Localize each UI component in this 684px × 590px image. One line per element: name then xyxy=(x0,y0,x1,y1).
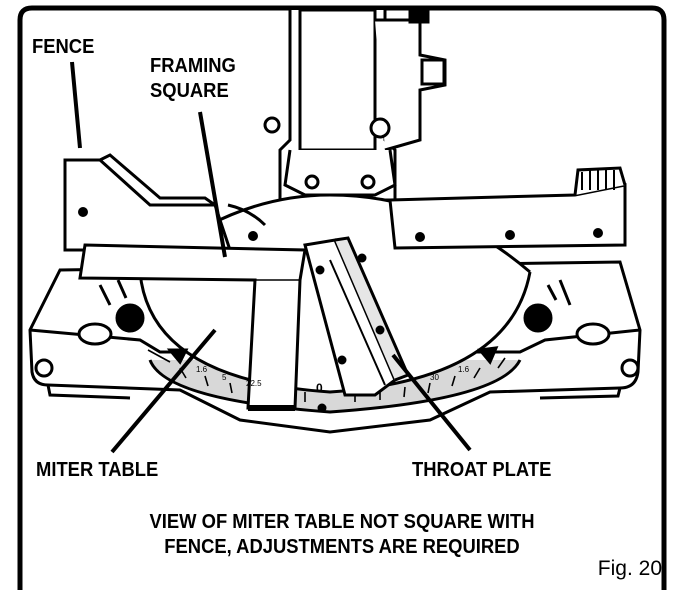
saw-head xyxy=(263,6,447,202)
caption-line1: VIEW OF MITER TABLE NOT SQUARE WITH xyxy=(149,511,535,533)
right-fence xyxy=(388,166,627,250)
scale-center-mark: 0 xyxy=(316,381,323,395)
figure-frame xyxy=(17,5,667,590)
framing-square-label-line2: SQUARE xyxy=(150,80,229,102)
leader-lines xyxy=(70,61,472,454)
throat-plate xyxy=(303,236,411,397)
figure-number: Fig. 20 xyxy=(597,557,662,580)
scale-left-mark-0: 1.6 xyxy=(196,365,208,374)
scale-left-mark-2: 22.5 xyxy=(246,379,262,388)
framing-square-label-line1: FRAMING xyxy=(150,55,236,77)
scale-right-mark-0: 30 xyxy=(430,373,439,382)
caption-line2: FENCE, ADJUSTMENTS ARE REQUIRED xyxy=(164,536,520,558)
framing-square xyxy=(78,243,307,411)
scale-left-mark-1: 5 xyxy=(222,373,227,382)
fence-label: FENCE xyxy=(32,36,95,58)
miter-table-label: MITER TABLE xyxy=(36,459,159,481)
scale-right-mark-1: 1.6 xyxy=(458,365,470,374)
left-fence xyxy=(63,153,267,252)
throat-plate-label: THROAT PLATE xyxy=(412,459,552,481)
